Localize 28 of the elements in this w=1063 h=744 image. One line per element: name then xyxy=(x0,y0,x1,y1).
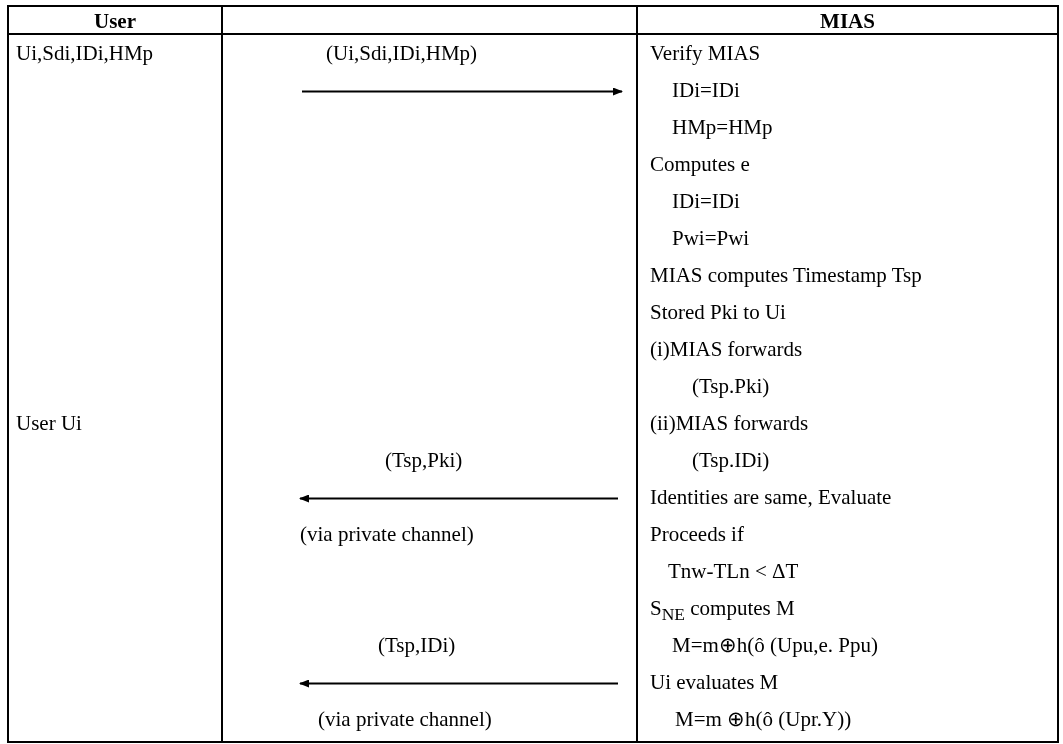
user-cell-text: User Ui xyxy=(16,409,82,436)
mias-step-text: Verify MIAS xyxy=(650,39,761,66)
message-label: (Ui,Sdi,IDi,HMp) xyxy=(326,39,478,66)
mias-step-text: M=m ⊕h(ô (Upr.Y)) xyxy=(675,705,852,732)
mias-step-text: MIAS computes Timestamp Tsp xyxy=(650,261,922,288)
mias-step-text: (Tsp.Pki) xyxy=(692,372,770,399)
mias-step-text: Identities are same, Evaluate xyxy=(650,483,892,510)
mias-step-text: M=m⊕h(ô (Upu,e. Ppu) xyxy=(672,631,878,658)
mias-step-text: Proceeds if xyxy=(650,520,744,547)
message-label: (via private channel) xyxy=(300,520,474,547)
mias-step-text: (ii)MIAS forwards xyxy=(650,409,809,436)
mias-step-text: Pwi=Pwi xyxy=(672,224,750,251)
mias-step-text: (Tsp.IDi) xyxy=(692,446,770,473)
mias-step-text: S$_{NE}$ computes M xyxy=(650,594,795,626)
mias-step-text: (i)MIAS forwards xyxy=(650,335,803,362)
mias-step-text: Ui evaluates M xyxy=(650,668,779,695)
mias-step-text: Computes e xyxy=(650,150,750,177)
user-cell-text: Ui,Sdi,IDi,HMp xyxy=(16,39,154,66)
mias-step-text: Stored Pki to Ui xyxy=(650,298,786,325)
column-header: User xyxy=(93,8,137,34)
message-label: (via private channel) xyxy=(318,705,492,732)
mias-step-text: HMp=HMp xyxy=(672,113,773,140)
message-label: (Tsp,IDi) xyxy=(378,631,456,658)
column-header: MIAS xyxy=(819,8,876,34)
mias-step-text: IDi=IDi xyxy=(672,187,740,214)
mias-step-text: IDi=IDi xyxy=(672,76,740,103)
mias-step-text: Tnw-TLn < ΔT xyxy=(668,557,799,584)
message-label: (Tsp,Pki) xyxy=(385,446,463,473)
